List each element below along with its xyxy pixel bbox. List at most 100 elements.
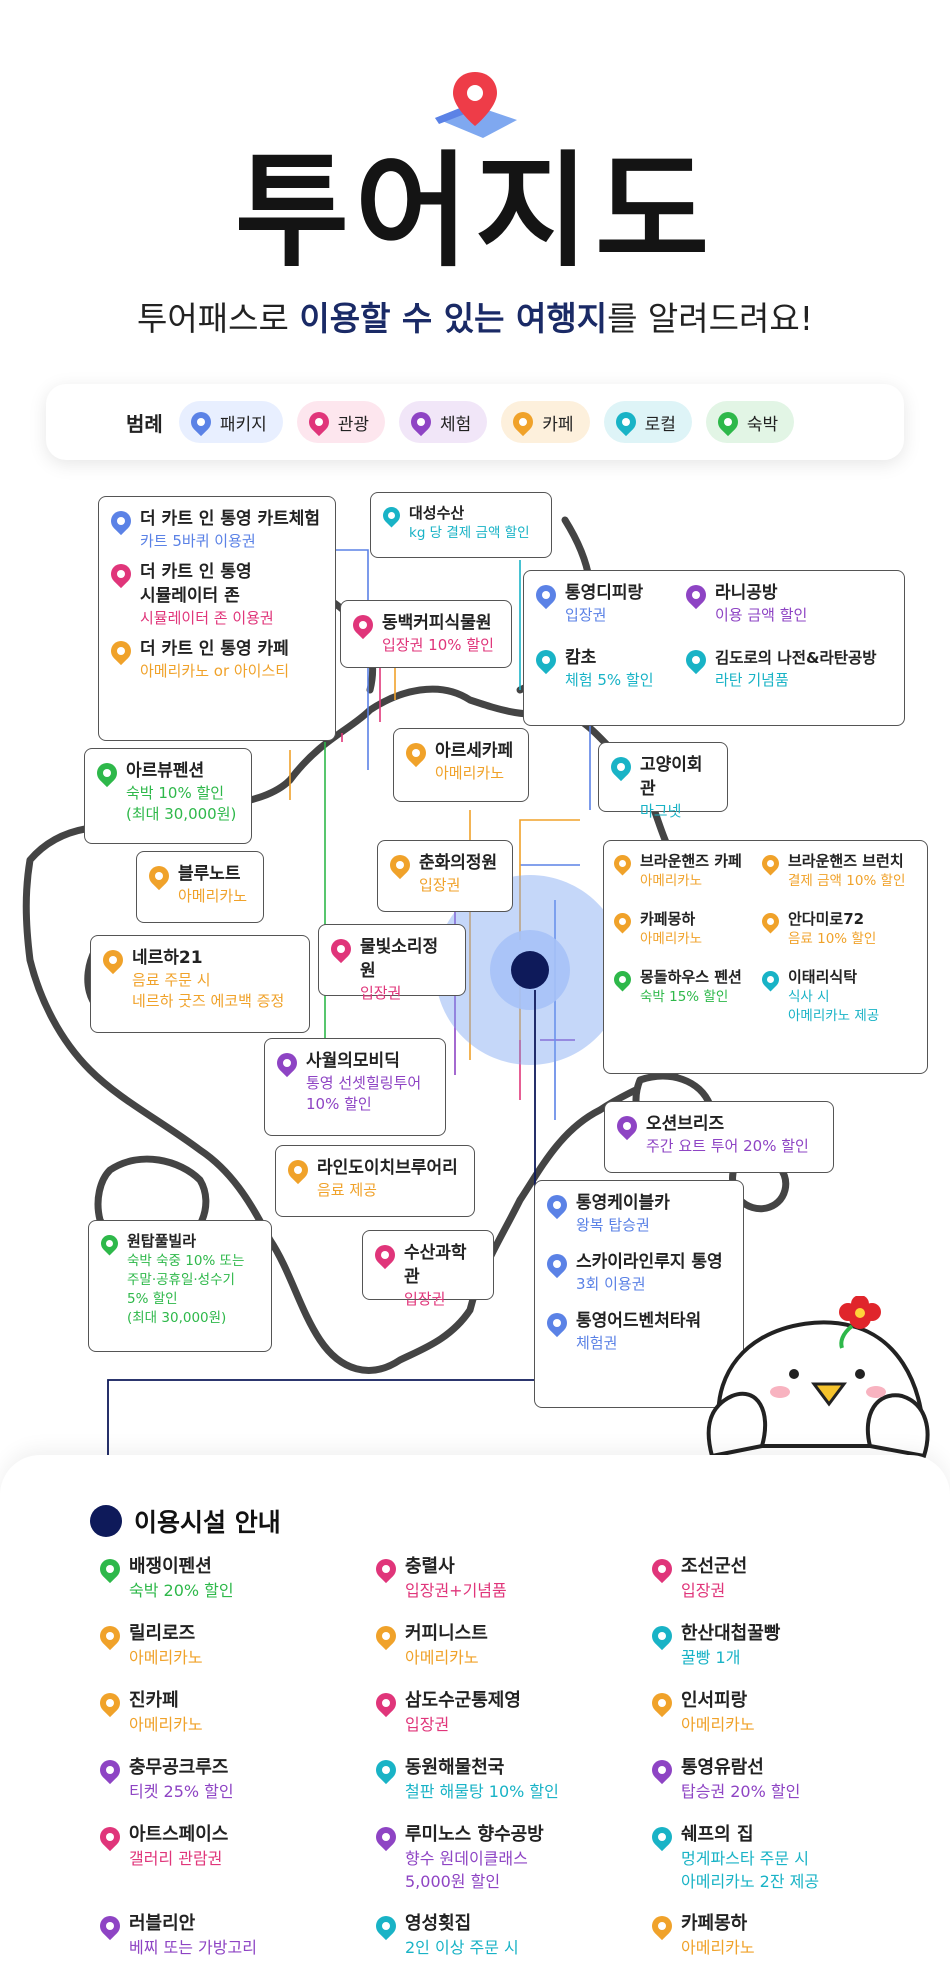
pin-icon [106,636,136,666]
pin-icon [531,645,561,675]
pin-icon [610,909,635,934]
pin-icon [371,1755,401,1785]
pin-icon [97,1231,122,1256]
pin-icon [283,1155,313,1185]
pin-icon [647,1554,677,1584]
pin-icon [606,752,636,782]
pin-icon [144,861,174,891]
pin-icon [92,758,122,788]
pin-icon [758,967,783,992]
legend-item-cafe: 카페 [501,401,590,443]
pin-icon [95,1554,125,1584]
pin-icon [371,1688,401,1718]
pin-icon [95,1755,125,1785]
legend-item-local: 로컬 [603,401,692,443]
pin-icon [401,738,431,768]
pin-icon [371,1621,401,1651]
pin-icon [681,645,711,675]
pin-icon [272,1048,302,1078]
pin-icon [371,1554,401,1584]
page-title: 투어지도 [234,140,716,284]
pin-icon [106,559,136,589]
facilities-header: 이용시설 안내 [90,1503,281,1539]
facilities-title: 이용시설 안내 [134,1508,281,1537]
pin-icon [713,407,743,437]
pin-icon [758,909,783,934]
pin-icon [610,851,635,876]
pin-icon [95,1911,125,1941]
pin-icon [758,851,783,876]
pin-icon [370,1240,400,1270]
seagull-mascot-icon [706,1296,930,1459]
pin-icon [681,580,711,610]
pin-icon [542,1308,572,1338]
